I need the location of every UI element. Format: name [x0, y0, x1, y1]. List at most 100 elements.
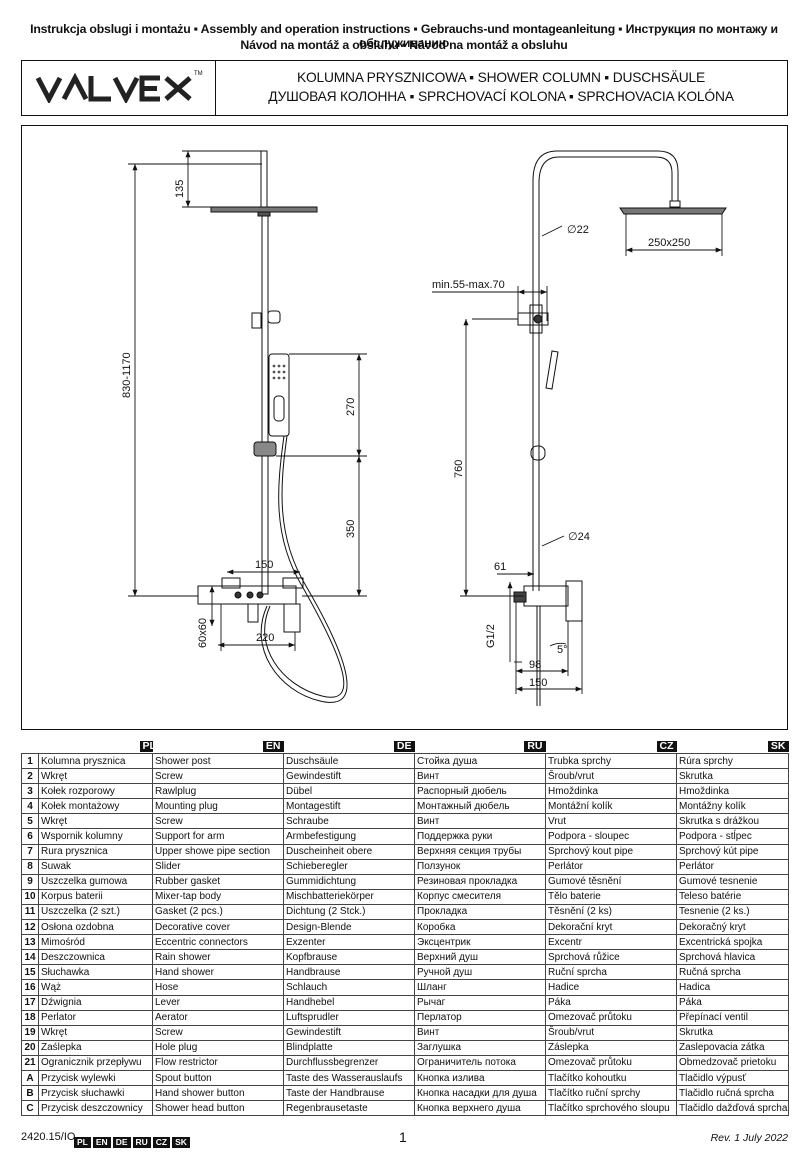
dim-g12: G1/2 — [485, 624, 497, 648]
part-name-pl: Osłona ozdobna — [38, 919, 153, 936]
part-name-ru: Кнопка насадки для душа — [414, 1085, 546, 1102]
part-name-pl: Dźwignia — [38, 994, 153, 1011]
part-name-pl: Wkręt — [38, 1024, 153, 1041]
dim-61: 61 — [494, 561, 506, 573]
header-line-1: Instrukcja obslugi i montażu ▪ Assembly … — [30, 22, 778, 50]
part-name-de: Schraube — [283, 813, 415, 830]
part-name-de: Blindplatte — [283, 1039, 415, 1056]
part-name-sk: Tlačidlo ručná sprcha — [676, 1085, 789, 1102]
part-name-en: Rubber gasket — [152, 873, 284, 890]
side-dimension-lines — [432, 214, 723, 694]
part-name-sk: Hadica — [676, 979, 789, 996]
part-name-sk: Obmedzovač prietoku — [676, 1054, 789, 1071]
front-view — [197, 150, 348, 703]
dim-250x250: 250x250 — [648, 237, 690, 249]
page-number: 1 — [399, 1129, 407, 1145]
part-name-cz: Gumové těsnění — [545, 873, 677, 890]
part-number: 9 — [21, 873, 39, 890]
part-name-pl: Perlator — [38, 1009, 153, 1026]
language-tag-en: EN — [262, 741, 284, 752]
part-name-pl: Wspornik kolumny — [38, 828, 153, 845]
dim-150-top: 150 — [255, 559, 273, 571]
title-box: TM KOLUMNA PRYSZNICOWA ▪ SHOWER COLUMN ▪… — [21, 60, 788, 116]
part-name-en: Mounting plug — [152, 798, 284, 815]
part-name-sk: Přepínací ventil — [676, 1009, 789, 1026]
part-name-cz: Montážní kolík — [545, 798, 677, 815]
part-name-pl: Mimośród — [38, 934, 153, 951]
part-name-sk: Skrutka — [676, 1024, 789, 1041]
part-name-sk: Sprchová hlavica — [676, 949, 789, 966]
dim-150-bottom: 150 — [529, 677, 547, 689]
part-name-ru: Коробка — [414, 919, 546, 936]
part-name-ru: Верхний душ — [414, 949, 546, 966]
part-name-ru: Кнопка верхнего душа — [414, 1100, 546, 1117]
part-name-cz: Těsnění (2 ks) — [545, 903, 677, 921]
part-name-en: Hose — [152, 979, 284, 996]
part-name-ru: Верхняя секция трубы — [414, 843, 546, 860]
part-number: 12 — [21, 919, 39, 936]
part-number: 4 — [21, 798, 39, 815]
language-tag-de: DE — [393, 741, 415, 752]
part-number: C — [21, 1100, 39, 1117]
part-name-ru: Перлатор — [414, 1009, 546, 1026]
part-name-de: Schieberegler — [283, 858, 415, 875]
part-number: 1 — [21, 752, 39, 770]
part-name-de: Gewindestift — [283, 768, 415, 785]
part-name-pl: Zaślepka — [38, 1039, 153, 1056]
dim-phi22: ∅22 — [567, 224, 589, 236]
part-name-de: Regenbrausetaste — [283, 1100, 415, 1117]
part-name-pl: Kolumna prysznica — [38, 752, 153, 770]
part-name-ru: Прокладка — [414, 903, 546, 921]
part-name-ru: Поддержка руки — [414, 828, 546, 845]
part-number: 3 — [21, 783, 39, 800]
part-name-cz: Tělo baterie — [545, 888, 677, 905]
part-name-de: Gewindestift — [283, 1024, 415, 1041]
part-name-de: Armbefestigung — [283, 828, 415, 845]
part-name-cz: Tlačítko sprchového sloupu — [545, 1100, 677, 1117]
part-name-pl: Suwak — [38, 858, 153, 875]
valvex-logo: TM — [22, 61, 216, 115]
part-name-pl: Korpus baterii — [38, 888, 153, 905]
shower-column-drawing: 135 830-1170 270 350 150 60x60 220 ∅22 2… — [121, 150, 727, 706]
dim-5deg: 5° — [557, 644, 568, 656]
part-name-cz: Šroub/vrut — [545, 1024, 677, 1041]
part-number: 14 — [21, 949, 39, 966]
part-name-pl: Deszczownica — [38, 949, 153, 966]
dim-830-1170: 830-1170 — [121, 352, 133, 398]
part-number: 7 — [21, 843, 39, 860]
part-name-en: Rain shower — [152, 949, 284, 966]
part-name-en: Hole plug — [152, 1039, 284, 1056]
product-title-line-1: KOLUMNA PRYSZNICOWA ▪ SHOWER COLUMN ▪ DU… — [296, 70, 706, 85]
part-name-pl: Kołek rozporowy — [38, 783, 153, 800]
header-line-2: Návod na montáž a obsluhu ▪ Návod na mon… — [240, 38, 568, 52]
part-name-sk: Tlačidlo dažďová sprcha — [676, 1100, 789, 1117]
part-name-en: Upper showe pipe section — [152, 843, 284, 860]
part-number: 15 — [21, 964, 39, 981]
dim-760: 760 — [453, 460, 465, 478]
footer-language-tag-ru: RU — [132, 1137, 151, 1148]
part-name-sk: Tesnenie (2 ks.) — [676, 903, 789, 921]
part-name-cz: Perlátor — [545, 858, 677, 875]
part-name-de: Exzenter — [283, 934, 415, 951]
part-name-cz: Omezovač průtoku — [545, 1009, 677, 1026]
part-number: 11 — [21, 903, 39, 921]
part-name-pl: Wąż — [38, 979, 153, 996]
part-number: 13 — [21, 934, 39, 951]
part-name-cz: Podpora - sloupec — [545, 828, 677, 845]
product-title-line-2: ДУШОВАЯ КОЛОННА ▪ SPRCHOVACÍ KOLONA ▪ SP… — [268, 89, 734, 104]
part-name-cz: Dekorační kryt — [545, 919, 677, 936]
part-name-de: Luftsprudler — [283, 1009, 415, 1026]
part-name-sk: Skrutka — [676, 768, 789, 785]
part-name-ru: Резиновая прокладка — [414, 873, 546, 890]
part-name-sk: Gumové tesnenie — [676, 873, 789, 890]
part-number: 2 — [21, 768, 39, 785]
